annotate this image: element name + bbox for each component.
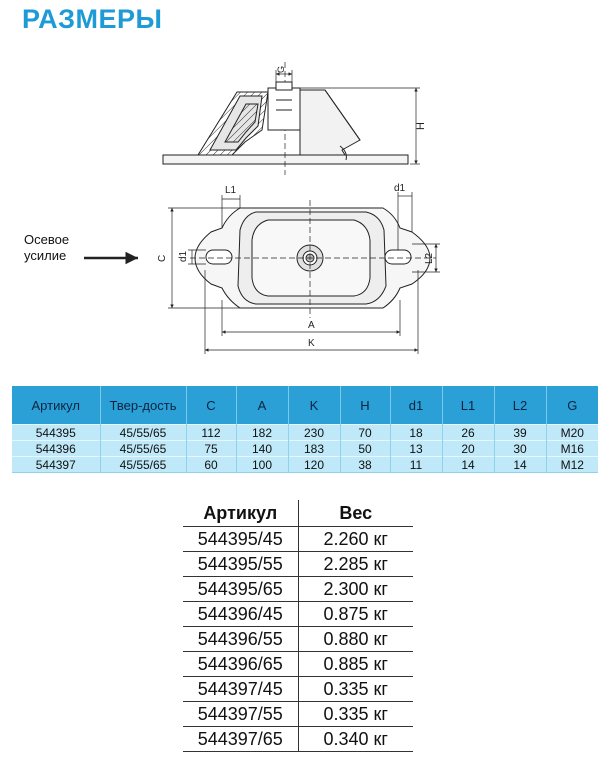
- cell: M16: [546, 440, 598, 457]
- cell: 38: [340, 456, 391, 473]
- cell: 2.260 кг: [298, 526, 413, 552]
- cell: 13: [390, 440, 443, 457]
- col-header-l1: L1: [442, 386, 495, 425]
- table-row: 544396 45/55/65 75 140 183 50 13 20 30 M…: [12, 440, 598, 457]
- col-header-article: Артикул: [183, 500, 299, 527]
- cell: 14: [494, 456, 547, 473]
- cell: 544395/45: [183, 526, 299, 552]
- cell: 50: [340, 440, 391, 457]
- col-header-a: A: [236, 386, 289, 425]
- dimensions-table: Артикул Твер-дость C A K H d1 L1 L2 G 54…: [12, 386, 598, 473]
- dim-label-l2: L2: [424, 252, 435, 264]
- cell: 544397/65: [183, 726, 299, 752]
- cell: 20: [442, 440, 495, 457]
- cell: 11: [390, 456, 443, 473]
- cell: 0.335 кг: [298, 676, 413, 702]
- side-view: [162, 62, 420, 175]
- col-header-c: C: [186, 386, 237, 425]
- cell: 30: [494, 440, 547, 457]
- col-header-l2: L2: [494, 386, 547, 425]
- cell: 544396/45: [183, 601, 299, 627]
- col-header-weight: Вес: [298, 500, 413, 527]
- cell: 0.340 кг: [298, 726, 413, 752]
- top-view: [84, 192, 440, 354]
- cell: 0.885 кг: [298, 651, 413, 677]
- cell: 2.300 кг: [298, 576, 413, 602]
- dimensions-header-row: Артикул Твер-дость C A K H d1 L1 L2 G: [12, 386, 598, 425]
- cell: M20: [546, 424, 598, 441]
- cell: 140: [236, 440, 289, 457]
- cell: 60: [186, 456, 237, 473]
- cell: 45/55/65: [100, 424, 187, 441]
- col-header-d1: d1: [390, 386, 443, 425]
- technical-drawing: G H: [84, 62, 440, 354]
- cell: 0.875 кг: [298, 601, 413, 627]
- dim-label-c: C: [157, 255, 168, 262]
- dim-label-l1: L1: [225, 185, 237, 196]
- dim-label-k: K: [308, 338, 315, 349]
- weights-header-row: Артикул Вес: [183, 500, 413, 527]
- cell: 183: [288, 440, 341, 457]
- col-header-h: H: [340, 386, 391, 425]
- cell: 544397/45: [183, 676, 299, 702]
- cell: 544396: [12, 440, 101, 457]
- cell: 2.285 кг: [298, 551, 413, 577]
- cell: 18: [390, 424, 443, 441]
- cell: 544396/65: [183, 651, 299, 677]
- cell: 120: [288, 456, 341, 473]
- dim-label-a: A: [308, 320, 315, 331]
- cell: 544397: [12, 456, 101, 473]
- cell: 544396/55: [183, 626, 299, 652]
- axial-force-label: Осевое усилие: [24, 232, 70, 263]
- cell: 26: [442, 424, 495, 441]
- col-header-article: Артикул: [12, 386, 101, 425]
- dim-label-h: H: [415, 122, 427, 130]
- cell: 45/55/65: [100, 456, 187, 473]
- cell: 544397/55: [183, 701, 299, 727]
- cell: 0.335 кг: [298, 701, 413, 727]
- cell: 112: [186, 424, 237, 441]
- table-row: 544397 45/55/65 60 100 120 38 11 14 14 M…: [12, 456, 598, 473]
- cell: 230: [288, 424, 341, 441]
- cell: 544395/55: [183, 551, 299, 577]
- col-header-hardness: Твер-дость: [100, 386, 187, 425]
- page-title: РАЗМЕРЫ: [22, 4, 163, 34]
- dim-label-g: G: [276, 66, 286, 73]
- table-row: 544395 45/55/65 112 182 230 70 18 26 39 …: [12, 424, 598, 441]
- cell: 544395/65: [183, 576, 299, 602]
- cell: 70: [340, 424, 391, 441]
- cell: 75: [186, 440, 237, 457]
- col-header-g: G: [546, 386, 598, 425]
- cell: 182: [236, 424, 289, 441]
- cell: 100: [236, 456, 289, 473]
- cell: 0.880 кг: [298, 626, 413, 652]
- cell: 45/55/65: [100, 440, 187, 457]
- dim-label-d1-left: d1: [178, 250, 189, 262]
- cell: 14: [442, 456, 495, 473]
- cell: M12: [546, 456, 598, 473]
- cell: 544395: [12, 424, 101, 441]
- cell: 39: [494, 424, 547, 441]
- col-header-k: K: [288, 386, 341, 425]
- dim-label-d1-top: d1: [394, 183, 406, 194]
